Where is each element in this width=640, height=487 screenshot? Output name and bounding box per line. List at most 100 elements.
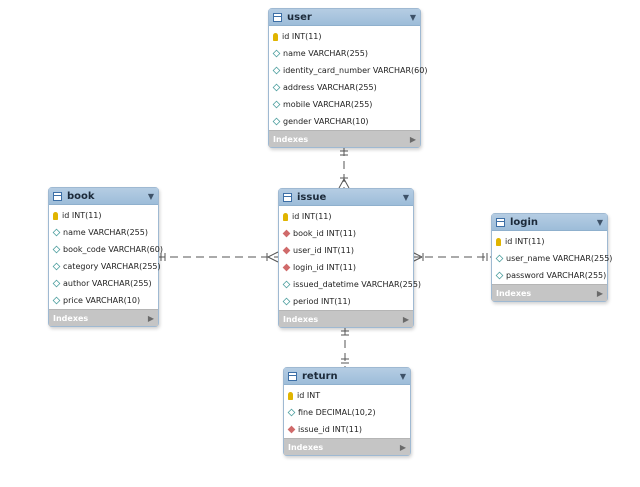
column-row[interactable]: identity_card_number VARCHAR(60): [269, 62, 427, 79]
column-label: user_id INT(11): [293, 246, 354, 255]
column-row[interactable]: user_name VARCHAR(255): [492, 250, 612, 267]
column-row[interactable]: id INT(11): [49, 207, 158, 224]
foreign-key-icon: [287, 425, 296, 434]
column-row[interactable]: name VARCHAR(255): [269, 45, 420, 62]
column-icon: [495, 271, 504, 280]
one-marker-issue-bottom: [341, 330, 349, 336]
indexes-section[interactable]: Indexes ▶: [279, 310, 413, 327]
column-row[interactable]: password VARCHAR(255): [492, 267, 607, 284]
foreign-key-icon: [282, 263, 291, 272]
table-header[interactable]: return ▼: [284, 368, 410, 385]
column-list: id INT(11) book_id INT(11) user_id INT(11)…: [279, 206, 421, 310]
indexes-label: Indexes: [283, 314, 319, 324]
indexes-label: Indexes: [273, 134, 309, 144]
column-label: identity_card_number VARCHAR(60): [283, 66, 428, 75]
table-issue[interactable]: issue▼ id INT(11) book_id INT(11) user_id I…: [278, 188, 421, 328]
column-row[interactable]: user_id INT(11): [279, 242, 413, 259]
column-row[interactable]: mobile VARCHAR(255): [269, 96, 420, 113]
table-header[interactable]: book ▼: [49, 188, 158, 205]
table-icon: [283, 192, 292, 202]
column-icon: [495, 254, 504, 263]
collapse-arrow-icon[interactable]: ▼: [409, 12, 416, 22]
column-label: fine DECIMAL(10,2): [298, 408, 376, 417]
column-label: book_id INT(11): [293, 229, 356, 238]
column-list: id INT(11) name VARCHAR(255) identity_card…: [269, 26, 427, 130]
column-row[interactable]: id INT(11): [492, 233, 607, 250]
primary-key-icon: [283, 212, 288, 221]
table-title: return: [302, 370, 338, 382]
expand-arrow-icon[interactable]: ▶: [409, 134, 416, 144]
table-title: book: [67, 190, 95, 202]
column-list: id INT(11) user_name VARCHAR(255) password…: [492, 231, 612, 284]
foreign-key-icon: [282, 246, 291, 255]
table-header[interactable]: user▼: [269, 9, 420, 26]
expand-arrow-icon[interactable]: ▶: [399, 442, 406, 452]
column-row[interactable]: id INT: [284, 387, 410, 404]
column-row[interactable]: period INT(11): [279, 293, 413, 310]
column-label: user_name VARCHAR(255): [506, 254, 613, 263]
column-row[interactable]: name VARCHAR(255): [49, 224, 158, 241]
table-icon: [288, 371, 297, 381]
collapse-arrow-icon[interactable]: ▼: [399, 371, 406, 381]
column-row[interactable]: price VARCHAR(10): [49, 292, 158, 309]
column-row[interactable]: category VARCHAR(255): [49, 258, 161, 275]
indexes-label: Indexes: [496, 288, 532, 298]
column-row[interactable]: login_id INT(11): [279, 259, 413, 276]
table-login[interactable]: login ▼ id INT(11) user_name VARCHAR(255) pa…: [491, 213, 612, 302]
table-header[interactable]: issue▼: [279, 189, 413, 206]
one-marker-return: [341, 358, 349, 364]
collapse-arrow-icon[interactable]: ▼: [147, 191, 154, 201]
foreign-key-icon: [282, 229, 291, 238]
column-icon: [52, 279, 61, 288]
column-row[interactable]: book_code VARCHAR(60): [49, 241, 163, 258]
indexes-label: Indexes: [53, 313, 89, 323]
indexes-section[interactable]: Indexes ▶: [269, 130, 420, 147]
table-user[interactable]: user▼ id INT(11) name VARCHAR(255) identity…: [268, 8, 427, 148]
one-marker-book: [160, 253, 166, 261]
column-icon: [282, 280, 291, 289]
column-row[interactable]: gender VARCHAR(10): [269, 113, 420, 130]
column-label: category VARCHAR(255): [63, 262, 161, 271]
column-label: mobile VARCHAR(255): [283, 100, 373, 109]
expand-arrow-icon[interactable]: ▶: [596, 288, 603, 298]
expand-arrow-icon[interactable]: ▶: [402, 314, 409, 324]
collapse-arrow-icon[interactable]: ▼: [402, 192, 409, 202]
column-icon: [272, 66, 281, 75]
column-label: author VARCHAR(255): [63, 279, 152, 288]
column-row[interactable]: issued_datetime VARCHAR(255): [279, 276, 421, 293]
column-list: id INT fine DECIMAL(10,2) issue_id INT(11): [284, 385, 410, 438]
column-label: login_id INT(11): [293, 263, 356, 272]
table-book[interactable]: book ▼ id INT(11) name VARCHAR(255) book_cod…: [48, 187, 163, 327]
column-label: name VARCHAR(255): [63, 228, 148, 237]
column-label: issue_id INT(11): [298, 425, 363, 434]
column-row[interactable]: id INT(11): [279, 208, 413, 225]
column-label: issued_datetime VARCHAR(255): [293, 280, 422, 289]
primary-key-icon: [53, 211, 58, 220]
column-row[interactable]: id INT(11): [269, 28, 420, 45]
column-label: id INT(11): [292, 212, 332, 221]
column-row[interactable]: issue_id INT(11): [284, 421, 410, 438]
indexes-section[interactable]: Indexes ▶: [49, 309, 158, 326]
one-marker-user: [340, 150, 348, 156]
column-icon: [272, 83, 281, 92]
table-header[interactable]: login ▼: [492, 214, 607, 231]
indexes-label: Indexes: [288, 442, 324, 452]
indexes-section[interactable]: Indexes ▶: [284, 438, 410, 455]
expand-arrow-icon[interactable]: ▶: [147, 313, 154, 323]
table-icon: [53, 191, 62, 201]
column-label: password VARCHAR(255): [506, 271, 607, 280]
indexes-section[interactable]: Indexes ▶: [492, 284, 607, 301]
column-label: address VARCHAR(255): [283, 83, 377, 92]
column-label: name VARCHAR(255): [283, 49, 368, 58]
column-row[interactable]: book_id INT(11): [279, 225, 413, 242]
many-marker-issue-top: [338, 177, 350, 189]
table-icon: [273, 12, 282, 22]
column-label: period INT(11): [293, 297, 351, 306]
column-row[interactable]: author VARCHAR(255): [49, 275, 158, 292]
collapse-arrow-icon[interactable]: ▼: [596, 217, 603, 227]
column-row[interactable]: fine DECIMAL(10,2): [284, 404, 410, 421]
table-title: login: [510, 216, 539, 228]
column-label: price VARCHAR(10): [63, 296, 141, 305]
table-return[interactable]: return ▼ id INT fine DECIMAL(10,2) issue_id …: [283, 367, 411, 456]
column-row[interactable]: address VARCHAR(255): [269, 79, 420, 96]
